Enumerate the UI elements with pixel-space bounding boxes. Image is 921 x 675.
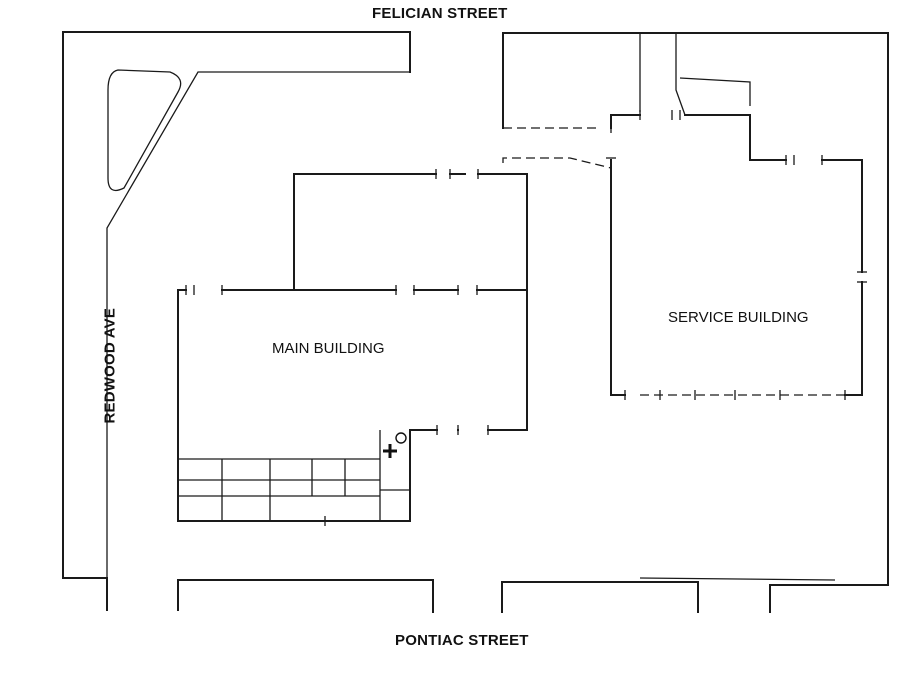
connectors bbox=[502, 127, 612, 169]
service-building-doors bbox=[606, 110, 867, 400]
pontiac-street-label: PONTIAC STREET bbox=[395, 632, 529, 649]
redwood-ave-label: REDWOOD AVE bbox=[101, 307, 119, 424]
main-building-walls bbox=[177, 173, 528, 522]
property-boundary bbox=[62, 31, 889, 613]
felician-street-label: FELICIAN STREET bbox=[372, 5, 508, 22]
main-building-doors bbox=[185, 169, 489, 526]
main-building-label: MAIN BUILDING bbox=[272, 340, 385, 357]
circle-icon bbox=[395, 432, 407, 444]
driveway bbox=[106, 69, 410, 578]
service-building-label: SERVICE BUILDING bbox=[668, 309, 809, 326]
service-building-walls bbox=[610, 33, 863, 396]
cross-icon bbox=[383, 444, 397, 458]
